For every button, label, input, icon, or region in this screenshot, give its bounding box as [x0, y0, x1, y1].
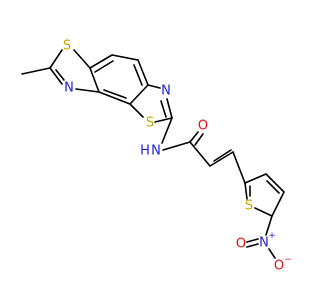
bond-nitro-o-top [246, 243, 259, 248]
bond-thio-c3-c4 [265, 173, 285, 193]
bond-methyl [21, 67, 51, 75]
bond-c-o-double [194, 133, 204, 146]
bond-n3-c3a [75, 88, 100, 93]
bond-nitro-o-top-double [246, 238, 259, 243]
bond-c6-c5-double [133, 64, 143, 86]
bond-thio-c2-c3 [244, 173, 267, 184]
bond-c7a-c7-double [94, 60, 114, 73]
bond-c-o [189, 131, 199, 143]
bond-c5-n [147, 84, 161, 89]
atom-n-fused-thiazole: N [161, 84, 171, 99]
atom-s-methyl-thiazole: S [63, 39, 71, 54]
bond-calpha-cbeta-double [213, 149, 232, 162]
atom-label-layer: S N S N N H O S N + O O − [63, 39, 292, 274]
atom-n-nitro: N [259, 236, 269, 251]
atom-s-thiophene: S [245, 199, 253, 214]
bond-co-calpha [189, 141, 211, 167]
charge-o-nitro-right: − [284, 255, 292, 265]
bond-c2b-nh [161, 117, 173, 144]
bond-thio-s-c2 [244, 182, 248, 200]
molecule-structure: S N S N N H O S N + O O − [21, 39, 292, 274]
bond-calpha-cbeta [209, 151, 234, 167]
atom-o-nitro-right: O [274, 259, 284, 274]
bond-c2-s1 [49, 49, 63, 69]
bond-n-c2b-double [160, 100, 167, 118]
bond-s1-c7a [73, 49, 91, 69]
bond-c2-n3 [49, 67, 63, 85]
atom-n-amide: N [151, 144, 161, 159]
bond-c2-n3-double [55, 69, 65, 81]
bond-c5-nitro [265, 215, 273, 236]
bond-nh-co [162, 141, 191, 151]
bond-c7a-c7 [89, 54, 113, 69]
bond-cbeta-thio [232, 151, 246, 184]
bond-c6-c5 [137, 59, 149, 86]
bond-nitro-o-right [268, 248, 276, 259]
bond-c5-c4 [129, 84, 149, 105]
structure-canvas: S N S N N H O S N + O O − [21, 39, 292, 274]
bond-c4-c3a [98, 91, 131, 105]
bond-s-c4 [129, 103, 144, 118]
atom-n-methyl-thiazole: N [64, 81, 74, 96]
bond-layer [21, 49, 285, 259]
bond-n-c2b [166, 98, 173, 119]
bond-c4-c3a-double [103, 89, 127, 99]
atom-s-fused-thiazole: S [146, 116, 154, 131]
atom-o-nitro-top: O [236, 237, 246, 252]
bond-c7-c6 [111, 54, 139, 61]
atom-h-amide: H [140, 144, 150, 159]
atom-o-carbonyl: O [198, 119, 208, 134]
bond-thio-c3-c4-double [266, 180, 280, 194]
charge-n-nitro: + [268, 231, 276, 241]
bond-c7a-c3a [89, 67, 100, 93]
bond-thio-c4-c5 [271, 191, 285, 217]
bond-thio-c5-s [254, 207, 273, 217]
bond-c2b-s [154, 117, 173, 123]
